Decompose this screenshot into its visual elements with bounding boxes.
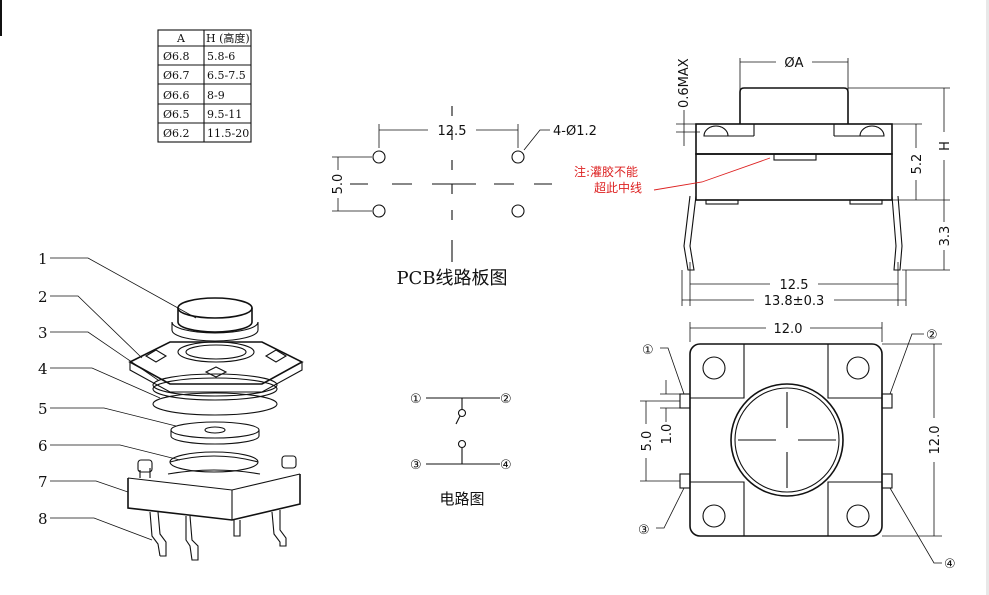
circuit-terminal-1: ① bbox=[410, 392, 422, 407]
pcb-dim-holes: 4-Ø1.2 bbox=[553, 124, 597, 139]
top-terminal-1: ① bbox=[642, 343, 654, 358]
potting-note-line1: 注:灌胶不能 bbox=[574, 164, 638, 179]
table-cell: 9.5-11 bbox=[207, 108, 242, 121]
pcb-caption: PCB线路板图 bbox=[396, 268, 507, 289]
top-dim-width: 12.0 bbox=[774, 322, 803, 337]
circuit-diagram: ① ② ③ ④ 电路图 bbox=[410, 392, 512, 508]
table-header-a: A bbox=[176, 32, 186, 45]
spec-table: A H (高度) Ø6.8 5.8-6 Ø6.7 6.5-7.5 Ø6.6 8-… bbox=[157, 29, 252, 143]
table-cell: Ø6.5 bbox=[163, 108, 190, 121]
right-edge-strip bbox=[986, 0, 989, 595]
table-cell: 5.8-6 bbox=[207, 50, 235, 63]
table-cell: Ø6.7 bbox=[163, 69, 190, 82]
circuit-caption: 电路图 bbox=[439, 490, 484, 508]
table-cell: 8-9 bbox=[207, 89, 225, 102]
top-terminal-4: ④ bbox=[944, 557, 956, 572]
top-dim-10: 1.0 bbox=[660, 424, 675, 445]
side-view: ØA 0.6MAX 5.2 H 3.3 bbox=[574, 56, 953, 309]
part-label-8: 8 bbox=[38, 510, 48, 528]
part-label-6: 6 bbox=[38, 437, 48, 455]
part-label-3: 3 bbox=[38, 324, 48, 342]
part-label-5: 5 bbox=[38, 400, 48, 418]
part-label-2: 2 bbox=[38, 288, 48, 306]
exploded-view: 1 2 3 4 5 6 7 8 bbox=[38, 250, 304, 561]
top-terminal-3: ③ bbox=[638, 523, 650, 538]
top-dim-50: 5.0 bbox=[640, 431, 655, 452]
side-dim-33: 3.3 bbox=[938, 226, 953, 247]
pcb-dim-pitch: 12.5 bbox=[438, 124, 467, 139]
table-cell: 11.5-20 bbox=[207, 127, 249, 140]
side-dim-52: 5.2 bbox=[910, 154, 925, 175]
side-dim-h: H bbox=[938, 141, 953, 151]
side-dim-a: ØA bbox=[784, 56, 803, 71]
pcb-dim-vertical: 5.0 bbox=[331, 174, 346, 195]
top-terminal-2: ② bbox=[926, 328, 938, 343]
circuit-terminal-4: ④ bbox=[500, 458, 512, 473]
side-dim-max: 0.6MAX bbox=[677, 58, 692, 108]
potting-note-line2: 超此中线 bbox=[594, 180, 642, 195]
circuit-terminal-3: ③ bbox=[410, 458, 422, 473]
table-cell: Ø6.2 bbox=[163, 127, 190, 140]
pcb-layout: 12.5 4-Ø1.2 5.0 PCB线路板图 bbox=[331, 106, 597, 289]
table-cell: Ø6.6 bbox=[163, 89, 190, 102]
circuit-terminal-2: ② bbox=[500, 392, 512, 407]
part-label-1: 1 bbox=[38, 250, 48, 268]
table-cell: Ø6.8 bbox=[163, 50, 190, 63]
table-header-h: H (高度) bbox=[206, 31, 250, 45]
left-edge-mark bbox=[0, 0, 2, 36]
table-cell: 6.5-7.5 bbox=[207, 69, 246, 82]
side-dim-125: 12.5 bbox=[780, 278, 809, 293]
top-dim-height: 12.0 bbox=[928, 426, 943, 455]
part-label-7: 7 bbox=[38, 473, 48, 491]
top-view: 12.0 12.0 5.0 bbox=[638, 322, 956, 572]
part-label-4: 4 bbox=[38, 360, 48, 378]
side-dim-138: 13.8±0.3 bbox=[764, 294, 825, 309]
